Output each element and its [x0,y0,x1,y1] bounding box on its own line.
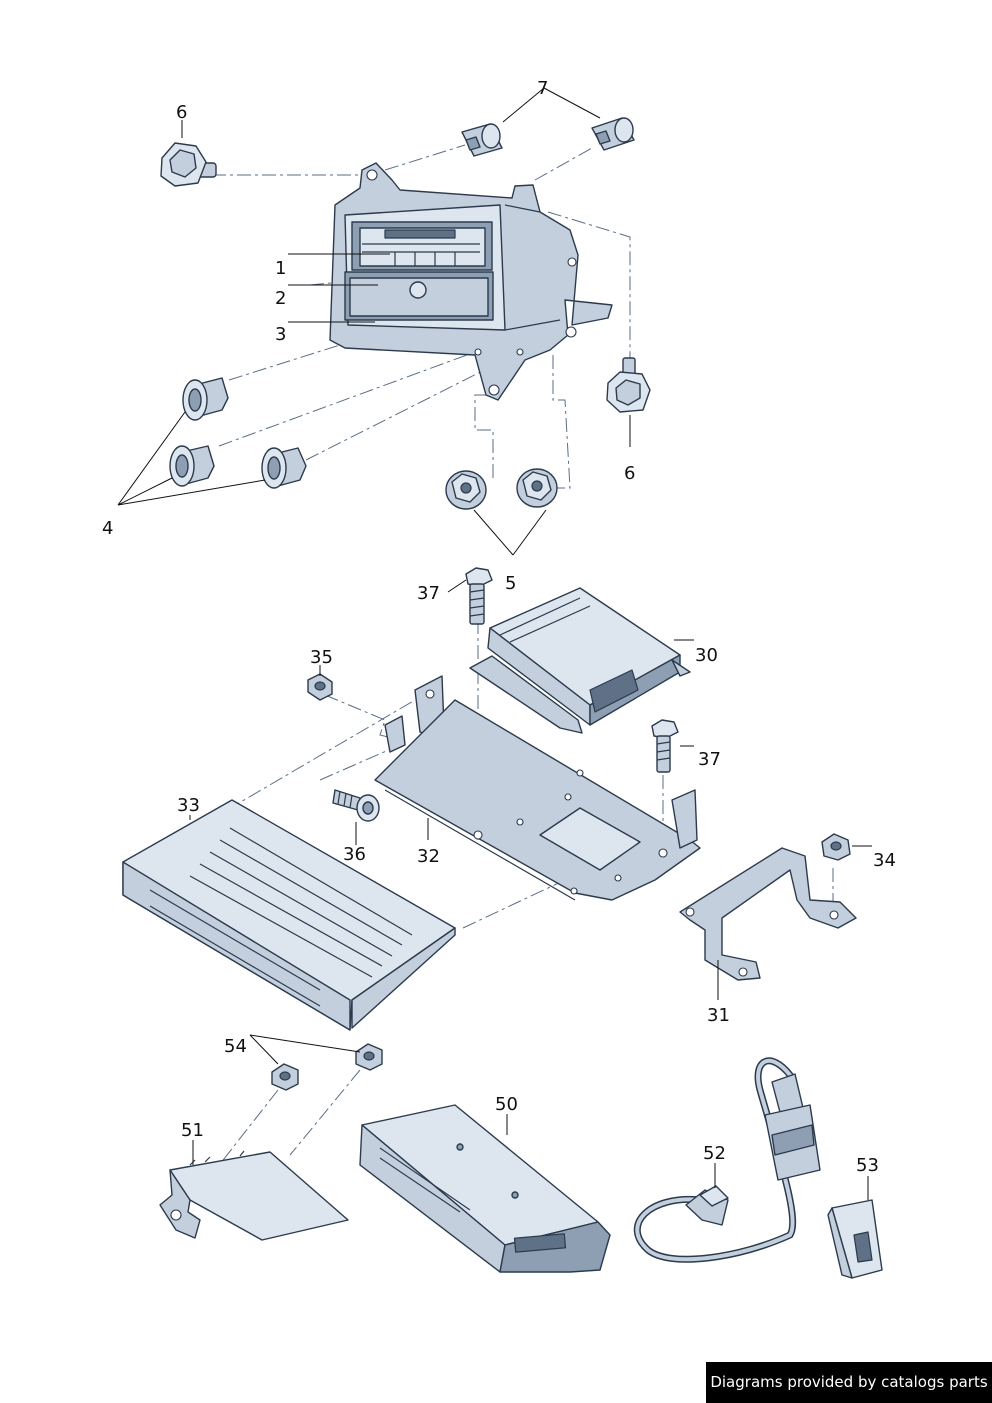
callout-3: 3 [275,324,286,345]
callout-36: 36 [343,844,366,865]
nut-34 [821,833,851,861]
callout-6-upper: 6 [176,102,187,123]
control-unit-30 [469,587,691,734]
callout-51: 51 [181,1120,204,1141]
bracket-31 [679,847,857,981]
expansion-nut-4-a [182,377,229,421]
callout-34: 34 [873,850,896,871]
callout-6-right: 6 [624,463,635,484]
bolt-37-lower [651,719,679,773]
flange-nut-5-left [445,470,487,510]
insert-7-left [461,123,503,157]
leader-lines [117,87,872,1200]
nut-54-right [355,1043,383,1071]
expansion-nut-4-c [261,447,307,489]
callout-35: 35 [310,647,333,668]
mounting-plate-32 [374,675,701,901]
nut-54-left [271,1063,299,1091]
callout-52: 52 [703,1143,726,1164]
callout-50: 50 [495,1094,518,1115]
callout-32: 32 [417,846,440,867]
callout-54: 54 [224,1036,247,1057]
expansion-nut-4-b [169,445,215,487]
wiring-harness-52 [633,1057,821,1263]
callout-33: 33 [177,795,200,816]
bolt-37-upper [465,567,493,625]
callout-2: 2 [275,288,286,309]
callout-labels: 6 7 1 2 3 6 4 5 37 30 35 37 33 36 32 34 … [102,78,896,1176]
bracket-51 [159,1150,349,1241]
callout-4: 4 [102,518,113,539]
clip-53 [827,1199,883,1279]
callout-7: 7 [537,78,548,99]
hex-bolt-6-right [606,357,651,413]
callout-30: 30 [695,645,718,666]
insert-7-right [591,117,635,151]
callout-37-lower: 37 [698,749,721,770]
callout-37-upper: 37 [417,583,440,604]
cover-33 [122,799,456,1031]
credit-banner: Diagrams provided by catalogs parts [706,1362,992,1403]
callout-1: 1 [275,258,286,279]
callout-5: 5 [505,573,516,594]
radio-bracket [329,162,613,401]
control-unit-50 [359,1104,611,1273]
nut-35 [307,673,333,701]
screw-36 [332,789,380,822]
hex-bolt-6-upper [160,142,217,187]
flange-nut-5-right [516,468,558,508]
callout-53: 53 [856,1155,879,1176]
callout-31: 31 [707,1005,730,1026]
